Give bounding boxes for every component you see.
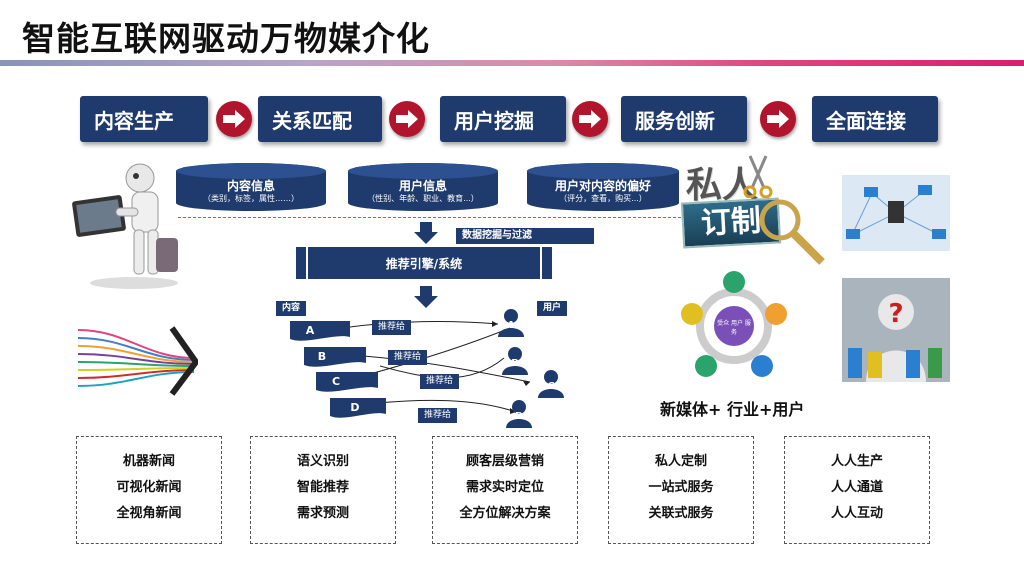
- user-info-database: 用户信息 （性别、年龄、职业、教育...）: [348, 163, 498, 211]
- recommendation-engine: 推荐引擎/系统: [296, 247, 552, 279]
- magnifier-icon: [759, 199, 825, 265]
- arrow-right-icon: [389, 101, 425, 137]
- data-cables-illustration: [77, 326, 198, 396]
- content-item: [290, 321, 350, 341]
- feature-item: 语义识别: [296, 454, 349, 469]
- feature-box-full-connection: 人人生产 人人通道 人人互动: [784, 436, 930, 544]
- media-question-illustration: ?: [842, 278, 950, 382]
- arrow-right-icon: [760, 101, 796, 137]
- recommend-label: 推荐给: [418, 408, 458, 423]
- network-illustration: [842, 175, 950, 251]
- feature-item: 人人互动: [830, 506, 883, 521]
- content-item: [316, 372, 378, 392]
- feature-box-relation-matching: 语义识别 智能推荐 需求预测: [250, 436, 396, 544]
- data-boundary-line: [178, 217, 696, 218]
- arrow-right-icon: [572, 101, 608, 137]
- data-mining-label: 数据挖掘与过滤: [456, 228, 594, 244]
- wheel-center-label: 受众 用户 服务: [717, 320, 751, 336]
- arrow-down-icon: [414, 222, 438, 244]
- feature-item: 全方位解决方案: [459, 506, 551, 521]
- content-item: [304, 347, 366, 367]
- recommend-label: 推荐给: [372, 320, 412, 335]
- user-item-label: C: [547, 381, 555, 392]
- feature-item: 人人通道: [830, 480, 883, 495]
- content-item-label: D: [350, 401, 360, 414]
- feature-item: 可视化新闻: [116, 480, 182, 495]
- database-subtitle: （性别、年龄、职业、教育...）: [367, 194, 479, 203]
- database-subtitle: （评分，查看，购买...）: [559, 194, 647, 203]
- feature-item: 私人定制: [654, 454, 707, 469]
- feature-item: 全视角新闻: [116, 506, 182, 521]
- scissors-icon: [743, 155, 773, 198]
- media-industry-user-caption: 新媒体+ 行业+用户: [660, 400, 805, 419]
- user-icon: [538, 370, 564, 398]
- arrow-down-icon: [414, 286, 438, 308]
- user-icon: [498, 309, 524, 337]
- feature-item: 需求实时定位: [465, 480, 544, 495]
- recommendation-flow: [341, 320, 531, 414]
- database-title: 内容信息: [226, 179, 275, 193]
- service-wheel-diagram: [681, 271, 787, 377]
- step-service-innovation: 服务创新: [621, 96, 747, 142]
- content-item-label: B: [317, 350, 327, 363]
- feature-item: 智能推荐: [296, 480, 349, 495]
- title-divider: [0, 60, 1024, 66]
- user-icon: [506, 400, 532, 428]
- content-label: 内容: [276, 301, 307, 316]
- feature-box-content-production: 机器新闻 可视化新闻 全视角新闻: [76, 436, 222, 544]
- user-item-label: D: [514, 411, 524, 422]
- feature-box-user-mining: 顾客层级营销 需求实时定位 全方位解决方案: [432, 436, 578, 544]
- feature-box-service-innovation: 私人定制 一站式服务 关联式服务: [608, 436, 754, 544]
- preference-database: 用户对内容的偏好 （评分，查看，购买...）: [527, 163, 679, 211]
- feature-item: 机器新闻: [122, 454, 175, 469]
- content-item-label: C: [331, 375, 341, 388]
- arrow-right-icon: [216, 101, 252, 137]
- page-title: 智能互联网驱动万物媒介化: [22, 19, 430, 58]
- user-label: 用户: [537, 301, 568, 316]
- feature-item: 一站式服务: [648, 480, 714, 495]
- database-subtitle: （类别，标签，属性……）: [203, 194, 299, 203]
- content-item-label: A: [305, 324, 315, 337]
- svg-text:?: ?: [888, 299, 903, 329]
- step-user-mining: 用户挖掘: [440, 96, 566, 142]
- content-item: [330, 398, 386, 418]
- step-relation-matching: 关系匹配: [258, 96, 382, 142]
- feature-item: 人人生产: [830, 454, 883, 469]
- user-item-label: A: [507, 320, 515, 331]
- feature-item: 顾客层级营销: [465, 454, 544, 469]
- user-icon: [502, 347, 528, 375]
- content-info-database: 内容信息 （类别，标签，属性……）: [176, 163, 326, 211]
- recommend-label: 推荐给: [420, 374, 460, 389]
- recommend-label: 推荐给: [388, 350, 428, 365]
- database-title: 用户信息: [398, 179, 447, 193]
- step-full-connection: 全面连接: [812, 96, 938, 142]
- robot-illustration: [72, 163, 178, 289]
- database-title: 用户对内容的偏好: [554, 179, 651, 193]
- user-item-label: B: [511, 358, 519, 369]
- step-content-production: 内容生产: [80, 96, 208, 142]
- feature-item: 关联式服务: [648, 506, 714, 521]
- feature-item: 需求预测: [296, 506, 349, 521]
